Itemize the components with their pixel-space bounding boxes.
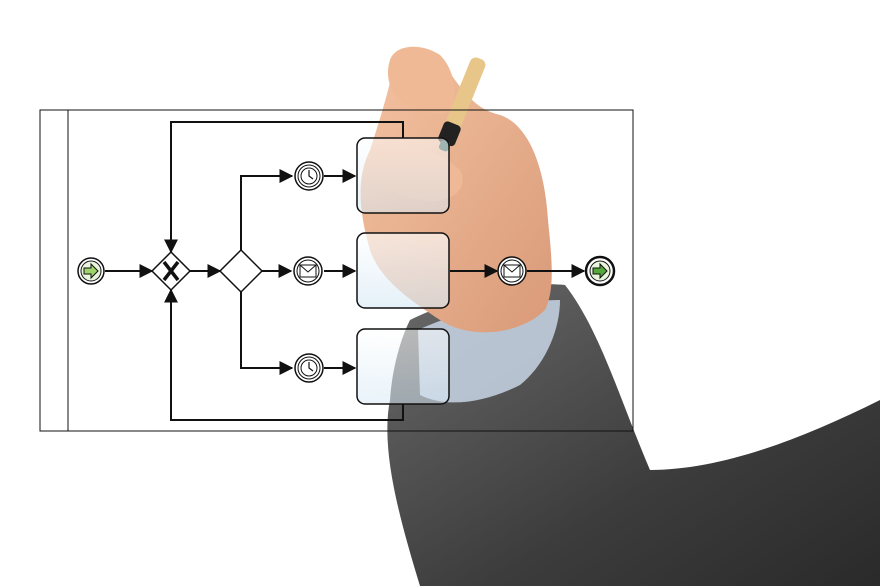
envelope-icon (299, 264, 317, 278)
end-event (584, 255, 616, 287)
clock-icon (300, 359, 318, 377)
arrow-right-icon (83, 262, 99, 280)
timer-event-top (294, 161, 324, 191)
message-event-end (497, 256, 527, 286)
x-marker-icon (162, 260, 180, 282)
arrow-right-icon (592, 262, 608, 280)
index-finger (387, 46, 455, 114)
start-event (77, 257, 105, 285)
sequence-flows (105, 121, 586, 421)
task-bottom (356, 328, 450, 405)
split-gateway (218, 248, 264, 294)
exclusive-gateway (150, 250, 192, 292)
timer-event-bottom (294, 353, 324, 383)
task-top (356, 137, 450, 214)
flow-loop-top (164, 121, 404, 254)
flow-split-to-timer-top (240, 169, 294, 250)
pool (39, 109, 634, 432)
pool-border (39, 109, 634, 432)
clock-icon (300, 167, 318, 185)
message-event-middle (293, 256, 323, 286)
hand-illustration (360, 46, 880, 586)
task-middle (356, 232, 450, 309)
flow-split-to-timer-bottom (240, 292, 294, 375)
envelope-icon (503, 264, 521, 278)
flow-loop-bottom (164, 288, 404, 421)
